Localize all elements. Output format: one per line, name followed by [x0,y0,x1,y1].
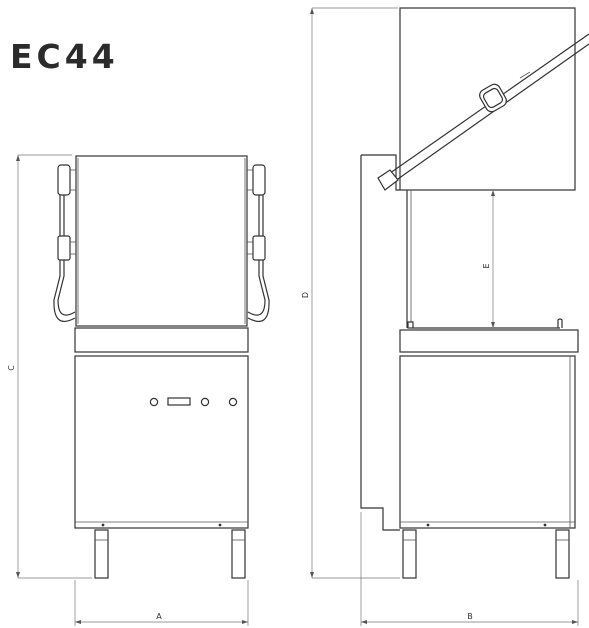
side-foot-left [402,529,417,579]
side-view [360,7,589,579]
dimension-label-c: C [7,365,16,371]
dimension-label-b: B [467,612,473,621]
control-knob-2 [200,397,210,407]
side-foot-right [555,529,570,579]
side-cabinet [399,355,576,529]
front-hood [75,155,248,327]
control-knob-1 [149,397,159,407]
front-foot-left [94,529,109,579]
dimension-lines [16,7,579,626]
display-panel [167,397,191,406]
dimension-label-e: E [482,263,491,268]
side-top-band [399,329,579,353]
front-cabinet [74,355,249,529]
side-back-column [360,154,400,531]
front-top-band [74,327,249,353]
front-handle-left [53,164,76,322]
front-handle-right [247,164,270,322]
dimension-label-d: D [301,292,310,298]
front-view [53,155,270,579]
side-handle-arm [377,33,589,191]
control-knob-3 [228,397,238,407]
dimension-label-a: A [156,612,162,621]
model-title: EC44 [10,37,119,76]
front-foot-right [231,529,246,579]
